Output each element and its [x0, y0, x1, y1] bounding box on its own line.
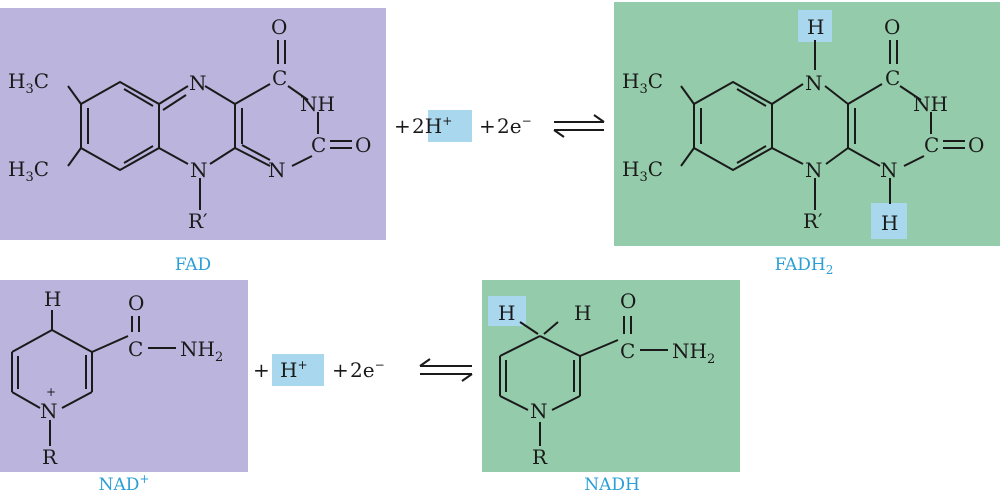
nad-atoms: H O C NH2 N + R [40, 287, 223, 469]
fadh2-structure: H H H3C H3C N N N NH O C C O R′ FADH2 [614, 2, 1000, 277]
nad-panel [0, 280, 248, 472]
fad-equilibrium-arrow [553, 114, 605, 138]
fad-n-top: N [189, 71, 207, 95]
fadh2-caption: FADH2 [775, 255, 834, 277]
nadh-caption: NADH [584, 475, 640, 495]
nadh-bonds [499, 316, 668, 446]
fad-bonds [67, 40, 352, 210]
nad-nh2: NH2 [180, 337, 223, 365]
nadh-o: O [620, 289, 636, 313]
fad-nh: NH [300, 92, 335, 116]
fadh2-c-right: C [924, 133, 939, 157]
fadh2-n-ring: N [805, 158, 823, 182]
nad-bonds [11, 310, 176, 446]
nad-r: R [42, 445, 58, 469]
fadh2-r-prime: R′ [803, 209, 823, 233]
nad-reagents: + H+ + 2e− [253, 354, 473, 386]
nad-caption: NAD+ [99, 472, 150, 495]
nadh-nh2: NH2 [672, 339, 715, 367]
fadh2-h-top-highlight [798, 10, 832, 42]
nadh-h-right: H [574, 301, 591, 325]
fadh2-o-top: O [884, 15, 900, 39]
fadh2-h-bottom-highlight [871, 203, 907, 239]
nad-c: C [128, 337, 143, 361]
fadh2-panel [614, 2, 1000, 246]
nadh-r: R [532, 445, 548, 469]
fadh2-atoms: H H H3C H3C N N N NH O C C O R′ [622, 15, 984, 235]
fadh2-n-top: N [805, 71, 823, 95]
fad-plus-1: + [394, 114, 411, 138]
fad-n-ring: N [190, 158, 208, 182]
nadh-atoms: H H O C NH2 N R [498, 289, 715, 469]
fad-o-right: O [355, 133, 371, 157]
fad-plus-2: + [479, 114, 496, 138]
nad-plus-2: + [332, 358, 349, 382]
fadh2-c-top: C [885, 66, 900, 90]
fadh2-nh: NH [913, 92, 948, 116]
nad-proton: H+ [280, 358, 308, 382]
nadh-structure: H H O C NH2 N R NADH [482, 280, 740, 495]
nadh-c: C [620, 339, 635, 363]
nad-electrons: 2e− [350, 358, 385, 382]
fad-c-top: C [272, 66, 287, 90]
nad-equilibrium-arrow [419, 358, 473, 382]
nadh-n: N [530, 399, 548, 423]
fad-atoms: H3C H3C N N N NH O C C O R′ [8, 15, 371, 233]
fadh2-h3c-bottom: H3C [622, 157, 663, 185]
fad-structure: H3C H3C N N N NH O C C O R′ FAD [0, 8, 386, 275]
nad-plus-1: + [253, 358, 270, 382]
fadh2-h-bottom: H [881, 211, 898, 235]
nad-n-charge: + [46, 385, 56, 399]
fadh2-h3c-top: H3C [622, 69, 663, 97]
nadh-h-left: H [498, 301, 515, 325]
fadh2-o-right: O [968, 133, 984, 157]
fad-c-right: C [311, 133, 326, 157]
fad-proton-highlight [428, 110, 472, 142]
nadh-h-highlight [488, 296, 526, 326]
fad-caption: FAD [175, 255, 211, 275]
fad-h3c-bottom: H3C [8, 157, 49, 185]
nad-structure: H O C NH2 N + R NAD+ [0, 280, 248, 495]
fad-h3c-top: H3C [8, 69, 49, 97]
nad-proton-highlight [272, 354, 324, 386]
fad-panel [0, 8, 386, 240]
fad-proton: 2H+ [412, 114, 452, 138]
fad-n-right: N [268, 158, 286, 182]
fad-electrons: 2e− [497, 114, 532, 138]
fad-reagents: + 2H+ + 2e− [394, 110, 605, 142]
nad-n: N [40, 399, 58, 423]
fad-o-top: O [271, 15, 287, 39]
nad-o: O [128, 291, 144, 315]
fadh2-h-top: H [807, 15, 824, 39]
nad-h: H [44, 287, 61, 311]
fadh2-n-right: N [880, 158, 898, 182]
fadh2-bonds [680, 40, 965, 210]
fad-r-prime: R′ [188, 209, 208, 233]
